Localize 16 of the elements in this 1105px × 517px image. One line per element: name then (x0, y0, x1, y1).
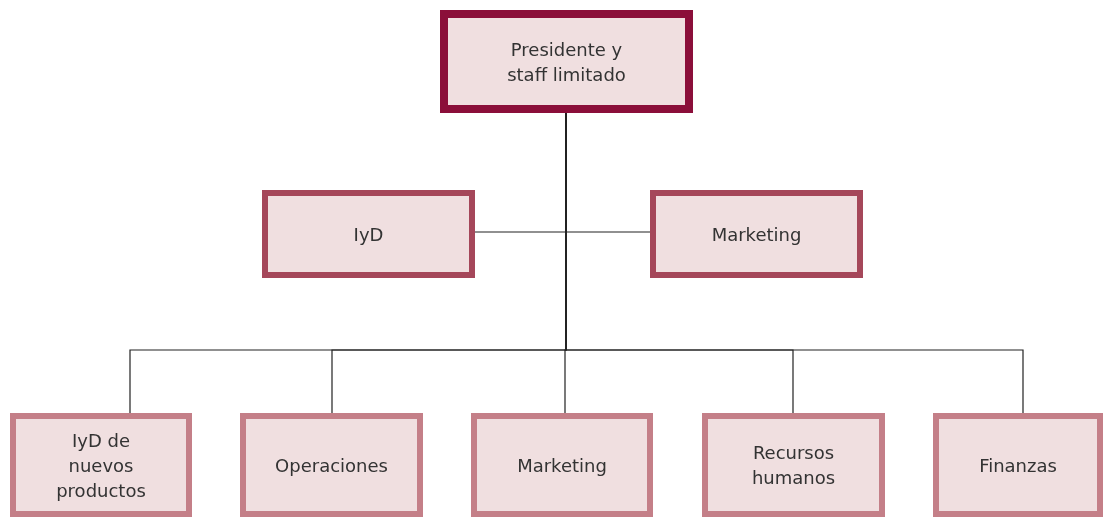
org-box (262, 190, 475, 278)
org-box (440, 10, 693, 113)
box-label: Presidente y staff limitado (506, 37, 627, 87)
box-label: Marketing (516, 453, 608, 478)
org-box (933, 413, 1103, 517)
box-label: IyD (352, 222, 385, 247)
org-box (650, 190, 863, 278)
box-label: Marketing (710, 222, 803, 247)
box-label: Finanzas (978, 453, 1058, 478)
org-box (471, 413, 653, 517)
box-label: IyD de nuevos productos (55, 428, 147, 503)
org-box (240, 413, 423, 517)
box-label: Operaciones (274, 453, 389, 478)
box-label: Recursos humanos (750, 441, 837, 490)
org-box (702, 413, 885, 517)
org-box (10, 413, 192, 517)
